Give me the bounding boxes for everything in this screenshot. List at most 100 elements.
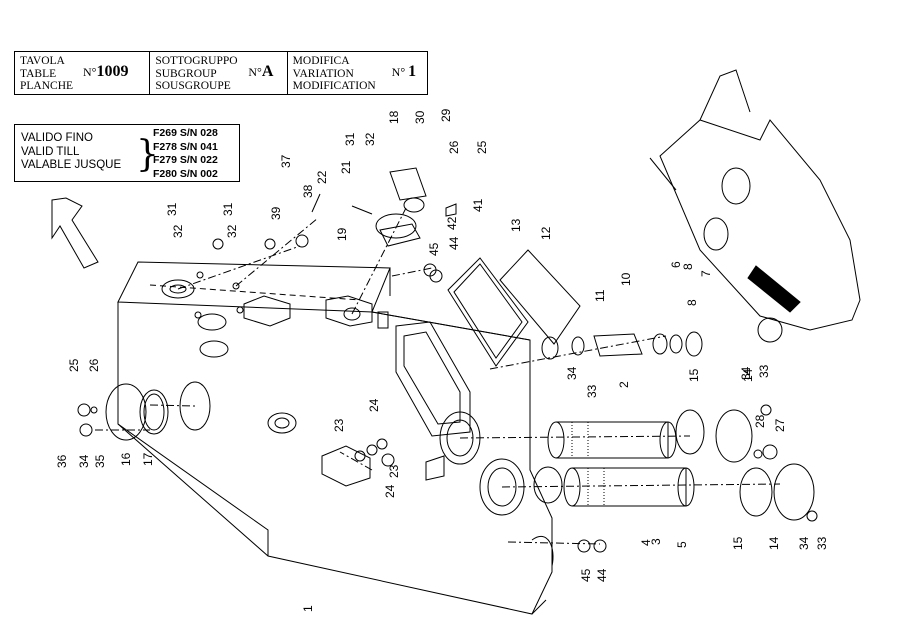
callout-number: 15 (731, 536, 745, 550)
callout-number: 8 (681, 263, 695, 270)
subgroup-number: A (261, 63, 274, 80)
gasket-13 (447, 257, 529, 367)
callout-number: 41 (471, 198, 485, 212)
callout-number: 24 (367, 398, 381, 412)
callout-number: 28 (753, 414, 767, 428)
validity-model: F269 S/N 028 (153, 127, 218, 139)
callout-number: 11 (593, 289, 607, 302)
title-block: TAVOLA TABLE PLANCHE N°1009 SOTTOGRUPPO … (14, 51, 428, 95)
callout-number: 23 (332, 418, 346, 432)
callout-number: 31 (343, 132, 357, 146)
callout-number: 7 (699, 270, 713, 277)
callout-number: 44 (447, 236, 461, 250)
callout-number: 33 (757, 364, 771, 378)
callout-number: 5 (675, 541, 689, 548)
callout-number: 32 (171, 224, 185, 238)
callout-number: 34 (565, 366, 579, 380)
table-cell: TAVOLA TABLE PLANCHE N°1009 (15, 52, 149, 94)
o-ring-15-upper (675, 409, 705, 455)
validity-label-en: VALID TILL (21, 145, 80, 158)
validity-label-it: VALIDO FINO (21, 132, 93, 144)
callout-number: 2 (617, 381, 631, 388)
cover-12 (499, 249, 581, 345)
subgroup-label-it: SOTTOGRUPPO (155, 55, 238, 67)
callout-number: 1 (301, 605, 315, 612)
o-ring-15-lower (739, 467, 773, 517)
direction-arrow-icon (51, 197, 99, 269)
filter-cartridge-upper (547, 421, 677, 459)
callout-number: 25 (475, 140, 489, 154)
callout-number: 39 (269, 206, 283, 220)
subgroup-label-en: SUBGROUP (155, 67, 217, 80)
callout-number: 27 (773, 418, 787, 432)
callout-number: 38 (301, 184, 315, 198)
callout-number: 45 (427, 242, 441, 256)
validity-model: F280 S/N 002 (153, 167, 218, 180)
callout-number: 12 (539, 226, 553, 240)
callout-number: 26 (87, 358, 101, 372)
callout-number: 24 (383, 484, 397, 498)
callout-number: 34 (797, 536, 811, 550)
modification-label-fr: MODIFICATION (292, 80, 376, 92)
subgroup-number-prefix: N° (248, 65, 262, 79)
modification-label-it: MODIFICA (292, 55, 350, 67)
callout-number: 14 (767, 536, 781, 550)
callout-number: 33 (585, 384, 599, 398)
callout-number: 25 (67, 358, 81, 372)
flange-16 (105, 383, 147, 441)
modification-number-prefix: N° (391, 65, 406, 79)
table-label-en: TABLE (20, 67, 57, 80)
table-label-it: TAVOLA (20, 55, 65, 67)
cover-14-upper (715, 409, 753, 463)
callout-number: 18 (387, 110, 401, 124)
flange-19 (375, 213, 417, 239)
validity-model: F279 S/N 022 (153, 154, 218, 167)
callout-number: 34 (77, 454, 91, 468)
callout-number: 29 (439, 108, 453, 122)
validity-model: F278 S/N 041 (153, 140, 218, 153)
gasket-17 (139, 389, 169, 435)
tank-body (117, 261, 554, 615)
callout-number: 3 (649, 538, 663, 545)
valve-18 (389, 167, 427, 201)
vehicle-reference-sketch (649, 69, 861, 343)
callout-number: 13 (509, 218, 523, 232)
subgroup-cell: SOTTOGRUPPO SUBGROUP SOUSGROUPE N°A (149, 52, 286, 94)
callout-number: 6 (669, 261, 683, 268)
callout-number: 32 (363, 132, 377, 146)
modification-cell: MODIFICA VARIATION MODIFICATION N° 1 (286, 52, 427, 94)
callout-number: 42 (445, 216, 459, 230)
wire-22 (351, 205, 373, 215)
seal-ring-4 (533, 466, 563, 504)
callout-number: 23 (387, 464, 401, 478)
callout-number: 17 (141, 452, 155, 466)
modification-number: 1 (408, 63, 417, 80)
callout-number: 36 (55, 454, 69, 468)
table-number: 1009 (96, 63, 129, 80)
callout-number: 35 (93, 454, 107, 468)
callout-number: 44 (595, 568, 609, 582)
validity-label-fr: VALABLE JUSQUE (21, 159, 122, 171)
callout-number: 19 (335, 227, 349, 241)
modification-label-en: VARIATION (292, 67, 354, 80)
callout-number: 21 (339, 160, 353, 174)
callout-number: 45 (579, 568, 593, 582)
brace-glyph: } (136, 134, 159, 175)
callout-number: 16 (119, 452, 133, 466)
cover-14-lower (773, 463, 815, 521)
callout-number: 22 (315, 170, 329, 184)
pipe-10 (593, 333, 643, 357)
callout-number: 32 (225, 224, 239, 238)
validity-box: VALIDO FINO VALID TILL VALABLE JUSQUE } … (14, 124, 240, 182)
callout-number: 30 (413, 110, 427, 124)
table-label-fr: PLANCHE (20, 80, 74, 92)
filter-cartridge-lower (563, 467, 695, 507)
callout-number: 31 (221, 202, 235, 216)
subgroup-label-fr: SOUSGROUPE (155, 80, 231, 92)
callout-number: 31 (165, 202, 179, 216)
callout-number: 8 (685, 299, 699, 306)
callout-number: 4 (639, 539, 653, 546)
callout-number: 34 (739, 366, 753, 380)
plug-11 (541, 336, 559, 360)
